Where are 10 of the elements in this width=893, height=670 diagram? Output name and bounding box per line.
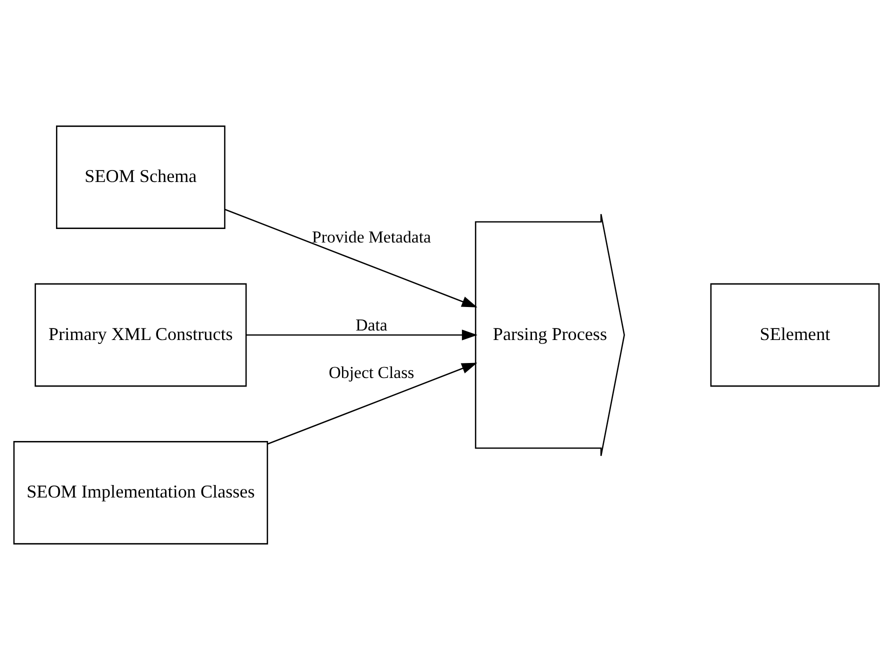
node-box: SEOM Schema	[56, 126, 226, 229]
edge-label: Object Class	[328, 363, 414, 382]
arrow	[224, 208, 478, 308]
arrow	[246, 330, 478, 340]
edge-label: Data	[356, 315, 388, 334]
edge-label: Provide Metadata	[312, 227, 431, 246]
arrow	[268, 362, 478, 445]
node-box: Primary XML Constructs	[34, 283, 247, 387]
node-box: SElement	[710, 283, 880, 387]
node-box: SEOM Implementation Classes	[13, 441, 268, 544]
